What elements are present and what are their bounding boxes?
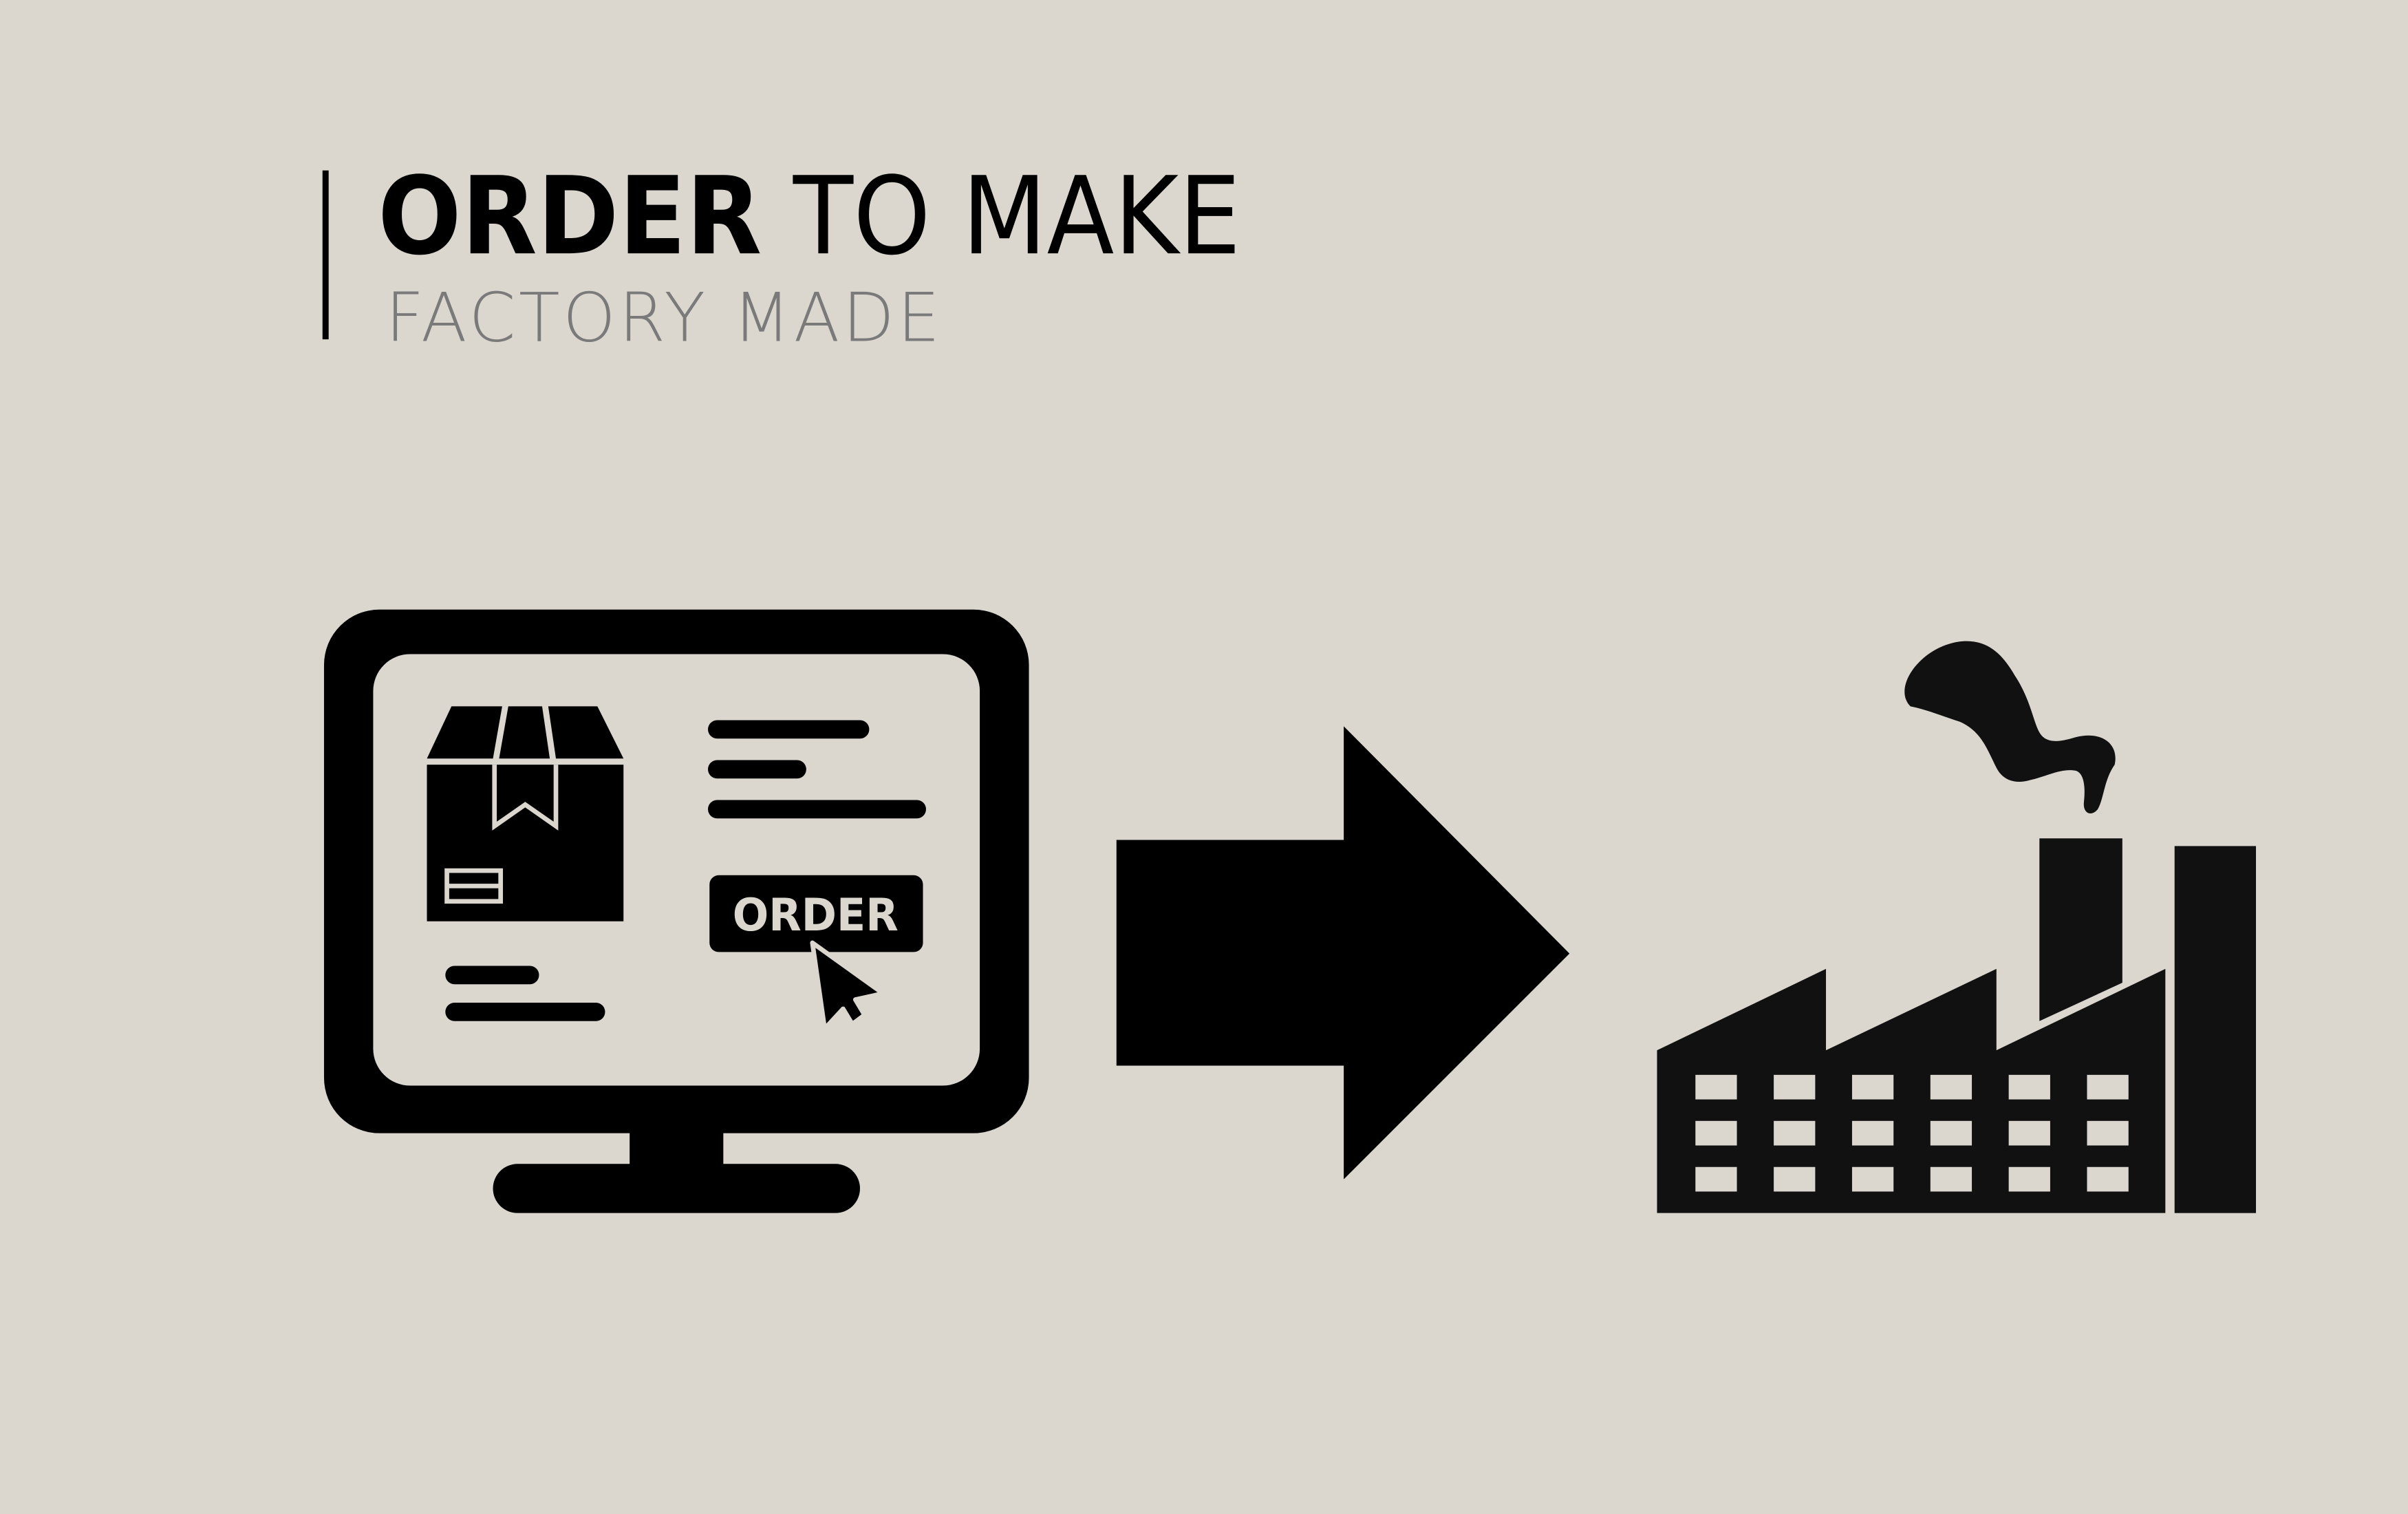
title-rest: TO MAKE — [793, 153, 1241, 279]
text-lines — [445, 720, 926, 1021]
page-title: ORDER TO MAKE — [378, 153, 1240, 279]
text-line — [708, 720, 870, 739]
arrow-right-icon — [1116, 726, 1570, 1180]
factory-windows — [1695, 1074, 2129, 1192]
factory-icon — [1657, 641, 2257, 1213]
cursor-icon — [810, 940, 885, 1032]
order-button[interactable]: ORDER — [709, 875, 923, 952]
order-button-label: ORDER — [733, 890, 899, 941]
text-line — [445, 966, 539, 985]
tall-chimney — [2174, 846, 2257, 1213]
smoke-icon — [1904, 641, 2116, 813]
text-line — [708, 760, 806, 779]
title-bold: ORDER — [378, 153, 762, 279]
text-line — [708, 800, 926, 819]
chimney — [2039, 838, 2122, 1021]
subtitle: FACTORY MADE — [385, 279, 943, 357]
text-line — [445, 1002, 605, 1021]
title-accent-bar — [322, 170, 329, 340]
package-box-icon — [427, 706, 624, 921]
